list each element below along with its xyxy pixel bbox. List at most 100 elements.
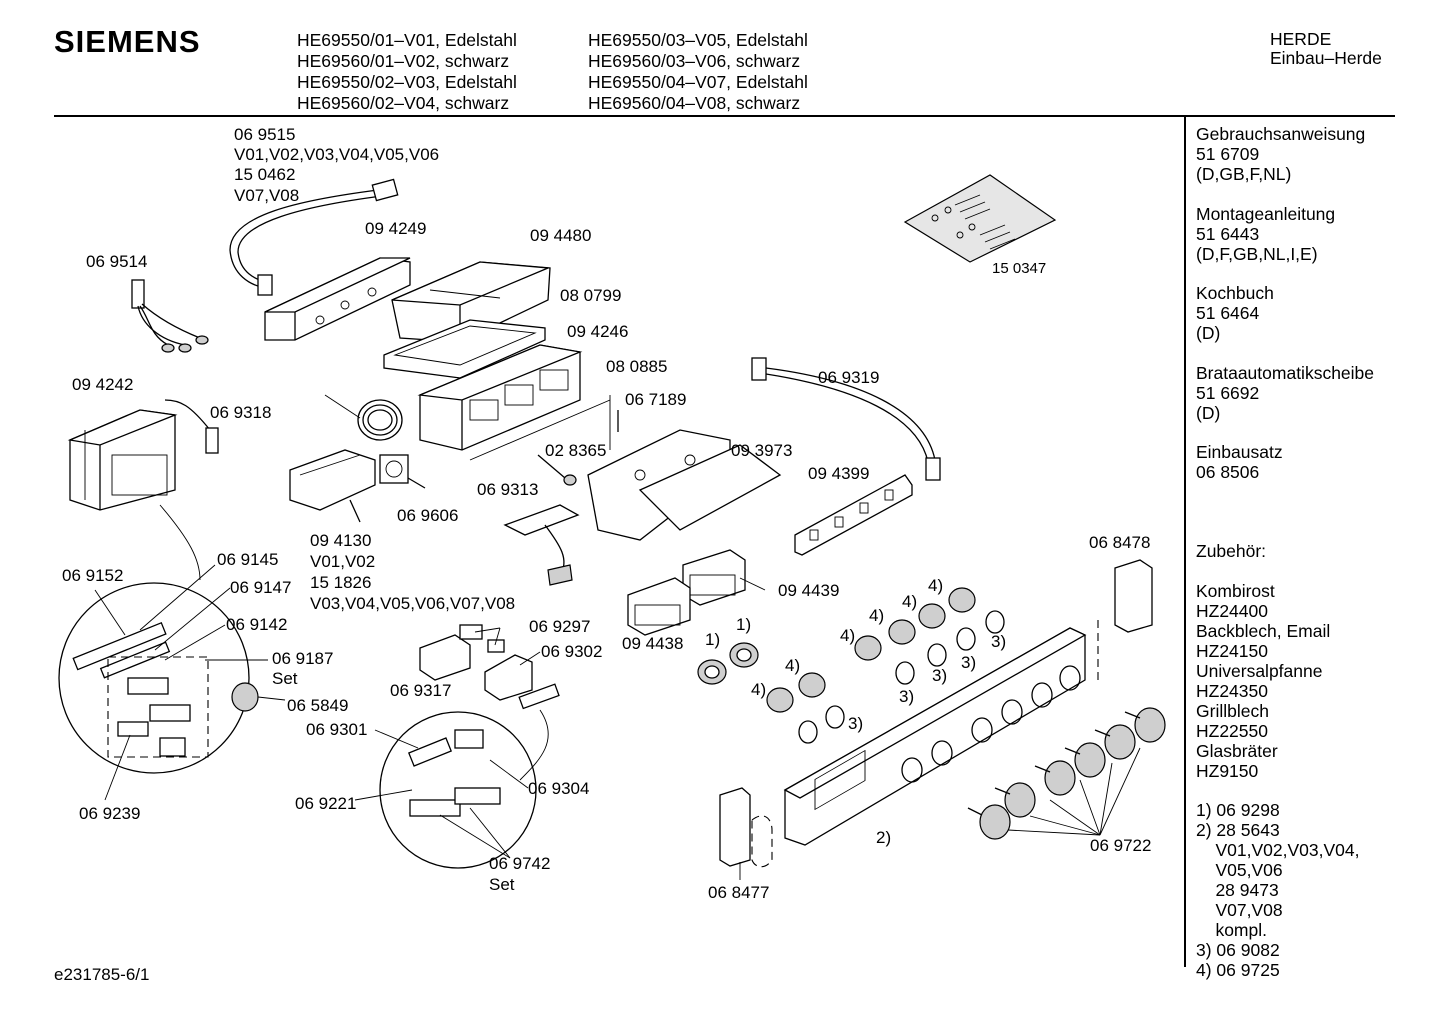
detail-circle-left	[58, 582, 259, 774]
sidebar-line: (D,GB,F,NL)	[1196, 164, 1292, 184]
callout-1: 1)	[736, 615, 752, 634]
label-094438: 09 4438	[622, 634, 684, 653]
label-065849: 06 5849	[287, 696, 349, 715]
model-list-left: HE69550/01–V01, Edelstahl HE69560/01–V02…	[297, 30, 517, 114]
label-069145: 06 9145	[217, 550, 279, 569]
sidebar-line: 28 9473	[1196, 880, 1279, 900]
accessory-bag-150347	[903, 174, 1057, 263]
label-068477: 06 8477	[708, 883, 770, 902]
label-variants: V01,V02,V03,V04,V05,V06	[234, 145, 440, 164]
clip-069297	[459, 624, 505, 653]
knobs-069722	[967, 707, 1166, 840]
label-068478: 06 8478	[1089, 533, 1151, 552]
sidebar-line: Einbausatz	[1196, 442, 1283, 462]
terminal-block-094242	[67, 409, 178, 511]
callout-3: 3)	[899, 687, 915, 706]
sidebar-line: Grillblech	[1196, 700, 1269, 721]
detail-circle-bottom	[379, 709, 549, 869]
sidebar-line: 1) 06 9298	[1196, 800, 1280, 820]
model-list-right: HE69550/03–V05, Edelstahl HE69560/03–V06…	[588, 30, 808, 114]
label-069606: 06 9606	[397, 506, 459, 525]
label-variants: V03,V04,V05,V06,V07,V08	[310, 594, 516, 613]
callout-3: 3)	[932, 666, 948, 685]
label-093973: 09 3973	[731, 441, 793, 460]
bracket-068477	[719, 787, 773, 868]
sidebar-line: HZ22550	[1196, 720, 1268, 741]
lamp-028365	[537, 454, 577, 486]
bracket-068478	[1097, 559, 1153, 680]
sidebar-line: Glasbräter	[1196, 740, 1278, 761]
sidebar-line: (D)	[1196, 323, 1221, 343]
label-069319: 06 9319	[818, 368, 880, 387]
sidebar-line: 51 6443	[1196, 223, 1260, 244]
pcb-094399	[794, 474, 913, 556]
label-080885: 08 0885	[606, 357, 668, 376]
label-080799: 08 0799	[560, 286, 622, 305]
sidebar-line: 51 6709	[1196, 144, 1260, 164]
knob-adapter-1	[697, 642, 759, 685]
label-067189: 06 7189	[625, 390, 687, 409]
sidebar-line: 2) 28 5643	[1196, 820, 1280, 840]
label-069515: 06 9515	[234, 125, 296, 144]
sidebar-line: Zubehör:	[1196, 541, 1267, 561]
sensor-069313	[503, 504, 580, 586]
label-variants: V07,V08	[234, 186, 300, 205]
category-label: HERDE Einbau–Herde	[1270, 30, 1382, 68]
callout-2: 2)	[876, 828, 892, 847]
label-094242: 09 4242	[72, 375, 134, 394]
callout-4: 4)	[751, 680, 767, 699]
model-entry: HE69550/03–V05, Edelstahl	[588, 30, 808, 50]
label-094246: 09 4246	[567, 322, 629, 341]
sidebar-line: HZ9150	[1196, 760, 1259, 781]
exploded-parts-diagram	[58, 174, 1166, 880]
wire-loom-069514	[131, 279, 209, 353]
sidebar-divider	[1184, 117, 1186, 967]
label-069313: 06 9313	[477, 480, 539, 499]
bracket-093973	[587, 429, 782, 541]
sidebar-line: HZ24400	[1196, 600, 1268, 621]
leader-lines	[94, 564, 766, 880]
model-entry: HE69560/04–V08, schwarz	[588, 93, 801, 113]
label-069742: 06 9742	[489, 854, 551, 873]
callout-4: 4)	[902, 592, 918, 611]
callout-3: 3)	[991, 632, 1007, 651]
model-entry: HE69560/03–V06, schwarz	[588, 51, 801, 71]
label-069318: 06 9318	[210, 403, 272, 422]
seal-ring-3	[798, 610, 1005, 744]
sidebar-line: 4) 06 9725	[1196, 960, 1280, 980]
model-entry: HE69560/01–V02, schwarz	[297, 51, 510, 71]
label-069297: 06 9297	[529, 617, 591, 636]
sidebar-line: (D)	[1196, 402, 1221, 423]
control-panel-2	[783, 627, 1087, 846]
sidebar-line: Universalpfanne	[1196, 660, 1323, 681]
label-set: Set	[272, 669, 298, 688]
category-line: HERDE	[1270, 29, 1332, 49]
label-028365: 02 8365	[545, 441, 607, 460]
label-069152: 06 9152	[62, 566, 124, 585]
label-094130: 09 4130	[310, 531, 372, 550]
callout-4: 4)	[785, 656, 801, 675]
sidebar-line: 3) 06 9082	[1196, 940, 1280, 960]
callout-1: 1)	[705, 630, 721, 649]
frame-080799	[383, 319, 546, 379]
model-entry: HE69550/02–V03, Edelstahl	[297, 72, 517, 92]
sidebar-line: 06 8506	[1196, 462, 1260, 482]
label-094480: 09 4480	[530, 226, 592, 245]
label-069142: 06 9142	[226, 615, 288, 634]
cable-069318	[164, 399, 219, 454]
relay-094438	[627, 577, 691, 636]
model-entry: HE69550/01–V01, Edelstahl	[297, 30, 517, 50]
sidebar-line: V07,V08	[1196, 900, 1283, 920]
document-id: e231785-6/1	[54, 965, 150, 984]
connector-069317	[419, 634, 471, 681]
switch-assembly-094246	[417, 344, 583, 451]
label-094399: 09 4399	[808, 464, 870, 483]
label-069187: 06 9187	[272, 649, 334, 668]
label-069722: 06 9722	[1090, 836, 1152, 855]
label-151826: 15 1826	[310, 573, 372, 592]
